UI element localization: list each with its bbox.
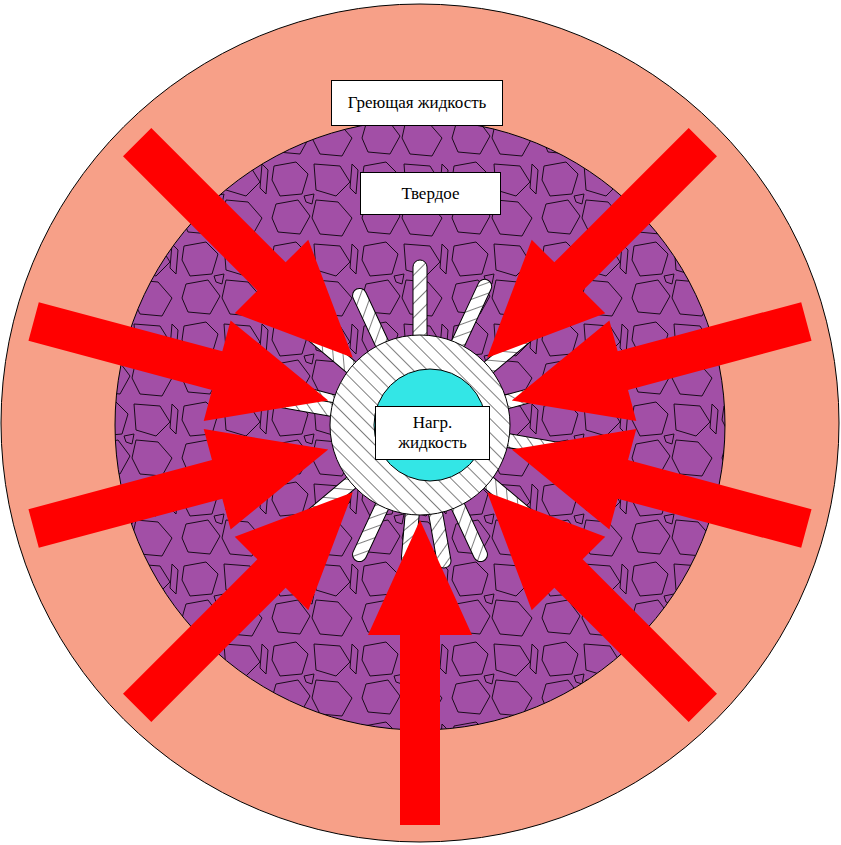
tube-wall: [330, 335, 510, 515]
heat-flow-arrow: [100, 455, 389, 744]
label-box: Твердое: [360, 172, 501, 215]
region-label: Нагр. жидкость: [380, 413, 485, 452]
heat-flow-arrow: [498, 271, 820, 450]
heating-fluid-region: [1, 4, 839, 842]
heat-flow-arrow: [20, 271, 342, 450]
region-label: Греющая жидкость: [348, 93, 487, 113]
heat-flow-arrow: [368, 520, 472, 825]
label-box: Нагр. жидкость: [375, 406, 490, 460]
heat-flow-arrow: [450, 455, 739, 744]
label-box: Греющая жидкость: [331, 80, 503, 126]
heat-arrows: [20, 105, 820, 825]
region-label: Твердое: [401, 184, 459, 204]
